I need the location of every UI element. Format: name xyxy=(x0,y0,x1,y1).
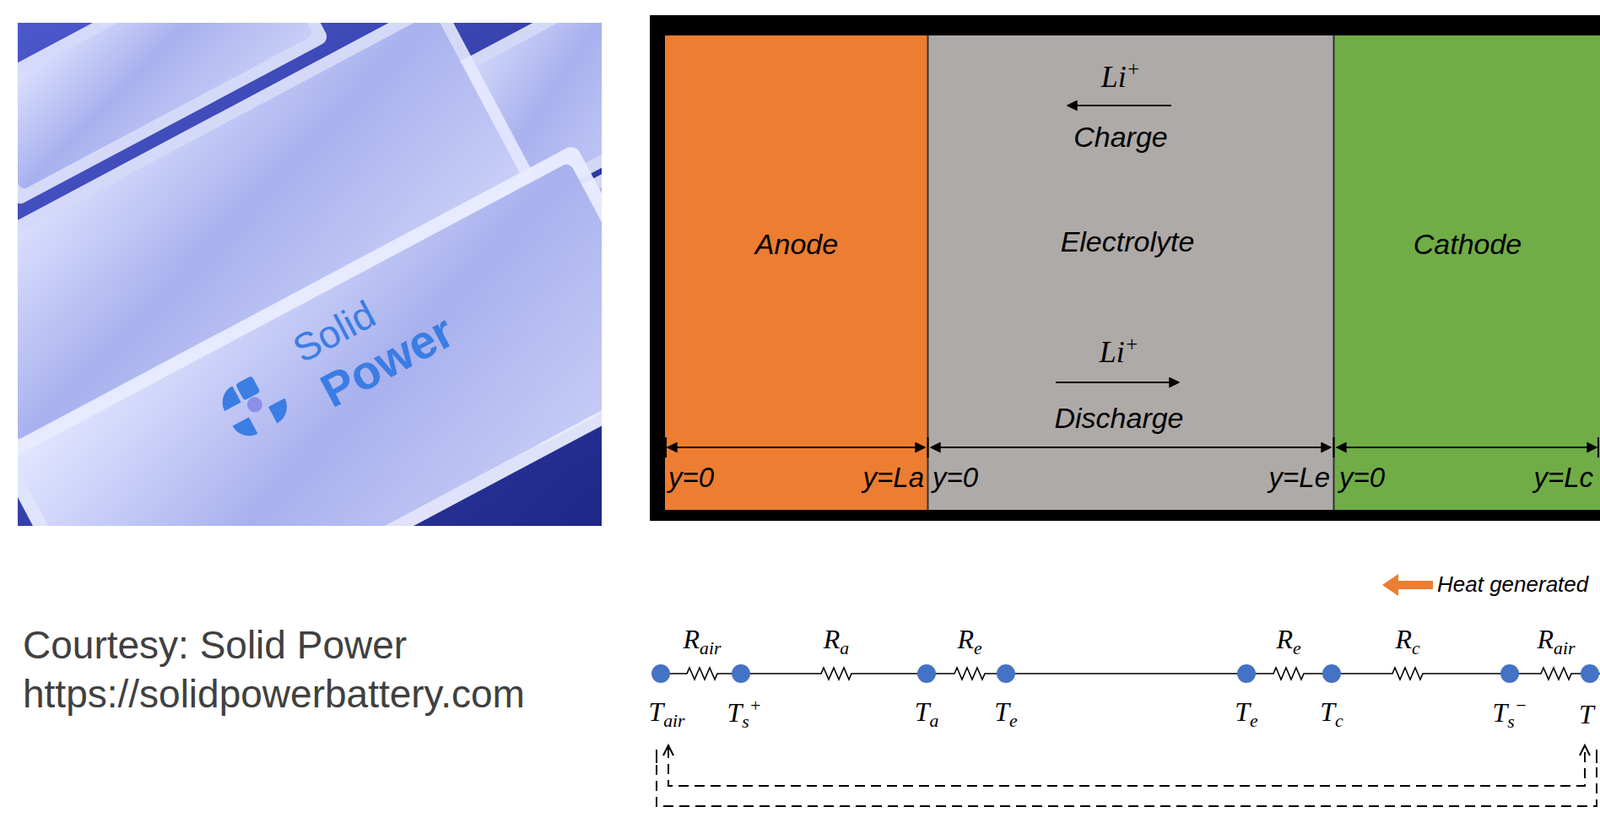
boundary-line xyxy=(927,35,930,510)
anode-fill xyxy=(664,35,928,510)
temperature-label: Ta xyxy=(914,696,940,732)
superscript: + xyxy=(1124,332,1140,356)
resistor-label: Re xyxy=(956,623,982,660)
cathode-fill xyxy=(1334,35,1600,510)
superscript: + xyxy=(1126,57,1141,81)
region-text: Anode xyxy=(755,227,838,261)
temperature-label: T xyxy=(1578,698,1595,730)
temperature-label: Te xyxy=(1234,696,1258,732)
heat-arrow xyxy=(1382,573,1433,596)
circuit-wire xyxy=(660,667,1600,680)
dimension-label: y=0 xyxy=(932,461,979,494)
credit-text: Courtesy: Solid Power xyxy=(22,622,407,668)
logo-icon xyxy=(216,367,294,443)
discharge-arrow xyxy=(1055,381,1179,384)
resistor-label: Rair xyxy=(683,623,722,660)
feedback-loop xyxy=(656,745,1597,806)
region-text: Electrolyte xyxy=(1060,225,1195,259)
resistor-label: Rair xyxy=(1537,623,1576,660)
boundary-line xyxy=(1333,35,1336,510)
electrolyte-region: Li+ChargeElectrolyteLi+Discharge xyxy=(928,35,1334,510)
dimension-label: y=0 xyxy=(668,461,714,494)
region-text: Li+ xyxy=(1101,57,1141,96)
diagram-frame xyxy=(649,15,1600,521)
subscript: e xyxy=(1009,710,1018,731)
dimension-label: y=Le xyxy=(1269,461,1330,494)
temperature-label: Ts− xyxy=(1492,695,1528,733)
subscript: a xyxy=(929,710,939,731)
pouch-cell xyxy=(17,143,602,526)
dimension-label: y=La xyxy=(863,461,925,494)
region-text: Discharge xyxy=(1054,401,1184,435)
subscript: a xyxy=(839,637,849,659)
dimension-lines xyxy=(665,437,1599,458)
region-text: Li+ xyxy=(1099,332,1140,371)
subscript: c xyxy=(1335,710,1344,731)
temperature-label: Tair xyxy=(648,696,685,732)
subscript: air xyxy=(663,710,685,731)
subscript: air xyxy=(1553,637,1575,659)
region-text: Cathode xyxy=(1413,227,1523,261)
subscript: s xyxy=(1507,711,1514,732)
dimension-label: y=Lc xyxy=(1533,461,1594,494)
anode-region: Anode xyxy=(664,35,928,510)
temperature-label: Te xyxy=(994,696,1017,732)
circuit-nodes xyxy=(651,664,1600,683)
charge-arrow xyxy=(1067,104,1172,107)
temperature-label: Ts+ xyxy=(727,695,763,733)
superscript: + xyxy=(749,695,763,716)
credit-url: https://solidpowerbattery.com xyxy=(22,671,525,717)
cathode-region: Cathode xyxy=(1334,35,1600,510)
resistor-label: Ra xyxy=(823,623,849,660)
resistor-label: Rc xyxy=(1394,623,1420,660)
subscript: air xyxy=(699,637,721,659)
dimension-label: y=0 xyxy=(1339,461,1385,494)
subscript: e xyxy=(1249,710,1259,731)
electrolyte-fill xyxy=(928,35,1334,510)
superscript: − xyxy=(1514,695,1528,716)
subscript: c xyxy=(1411,637,1421,659)
resistor-label: Re xyxy=(1275,623,1301,660)
heat-label: Heat generated xyxy=(1437,572,1589,598)
temperature-label: Tc xyxy=(1319,696,1343,732)
subscript: s xyxy=(741,711,749,732)
battery-photo xyxy=(17,22,602,526)
subscript: e xyxy=(973,637,983,659)
subscript: e xyxy=(1292,637,1302,659)
region-text: Charge xyxy=(1073,120,1168,154)
